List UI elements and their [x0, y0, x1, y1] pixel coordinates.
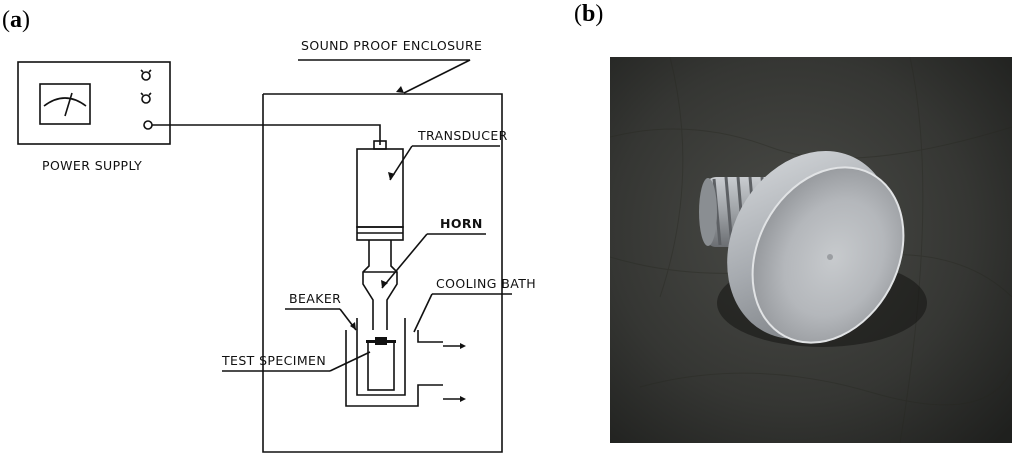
meter-dial — [39, 83, 91, 125]
panel-letter: b — [582, 1, 596, 27]
specimen-holder — [366, 340, 396, 343]
enclosure-arrowhead — [396, 86, 404, 93]
output-terminal — [143, 120, 153, 130]
specimen-arrow — [329, 351, 371, 372]
specimen-photo-art — [610, 57, 1012, 443]
horn-right — [386, 240, 398, 330]
transducer-label: TRANSDUCER — [417, 128, 508, 143]
cooling-arrow — [413, 293, 433, 333]
horn-label: HORN — [440, 216, 483, 231]
knob-middle — [141, 94, 151, 104]
inflow-arrowhead — [460, 396, 466, 402]
knob-ticks — [140, 69, 152, 96]
panel-b-label: (b) — [574, 2, 603, 26]
power-supply-box — [17, 61, 171, 145]
transducer-body — [356, 148, 404, 228]
enclosure-label: SOUND PROOF ENCLOSURE — [301, 38, 482, 53]
beaker-label: BEAKER — [289, 291, 341, 306]
knob-top — [141, 71, 151, 81]
enclosure-leader — [298, 59, 471, 94]
beaker-arrowhead — [350, 322, 356, 330]
cooling-bath — [345, 330, 443, 407]
meter-needle — [64, 92, 73, 117]
leather-creases — [610, 57, 1012, 443]
paren-open: ( — [574, 1, 582, 27]
bath-outlet — [417, 330, 443, 343]
outflow-arrowhead — [460, 343, 466, 349]
enclosure-box — [262, 93, 503, 453]
face-center — [827, 254, 833, 260]
cooling-bath-label: COOLING BATH — [436, 276, 536, 291]
paren-close: ) — [22, 7, 30, 33]
test-specimen — [367, 341, 395, 391]
paren-open: ( — [2, 7, 10, 33]
specimen-photo — [610, 57, 1012, 443]
beaker — [356, 318, 406, 396]
transducer-cable — [152, 124, 381, 145]
horn-arrowhead — [381, 280, 388, 288]
meter-arc — [43, 97, 87, 107]
horn-arrow — [381, 233, 428, 289]
panel-a-label: (a) — [2, 8, 30, 32]
horn-left — [362, 240, 374, 330]
power-supply-label: POWER SUPPLY — [42, 158, 142, 173]
panel-letter: a — [10, 7, 22, 33]
paren-close: ) — [595, 1, 604, 27]
ultrasonic-setup-diagram: SOUND PROOF ENCLOSURE POWER SUPPLY TRANS… — [17, 38, 536, 453]
transducer-arrowhead — [388, 172, 395, 180]
test-specimen-label: TEST SPECIMEN — [221, 353, 326, 368]
